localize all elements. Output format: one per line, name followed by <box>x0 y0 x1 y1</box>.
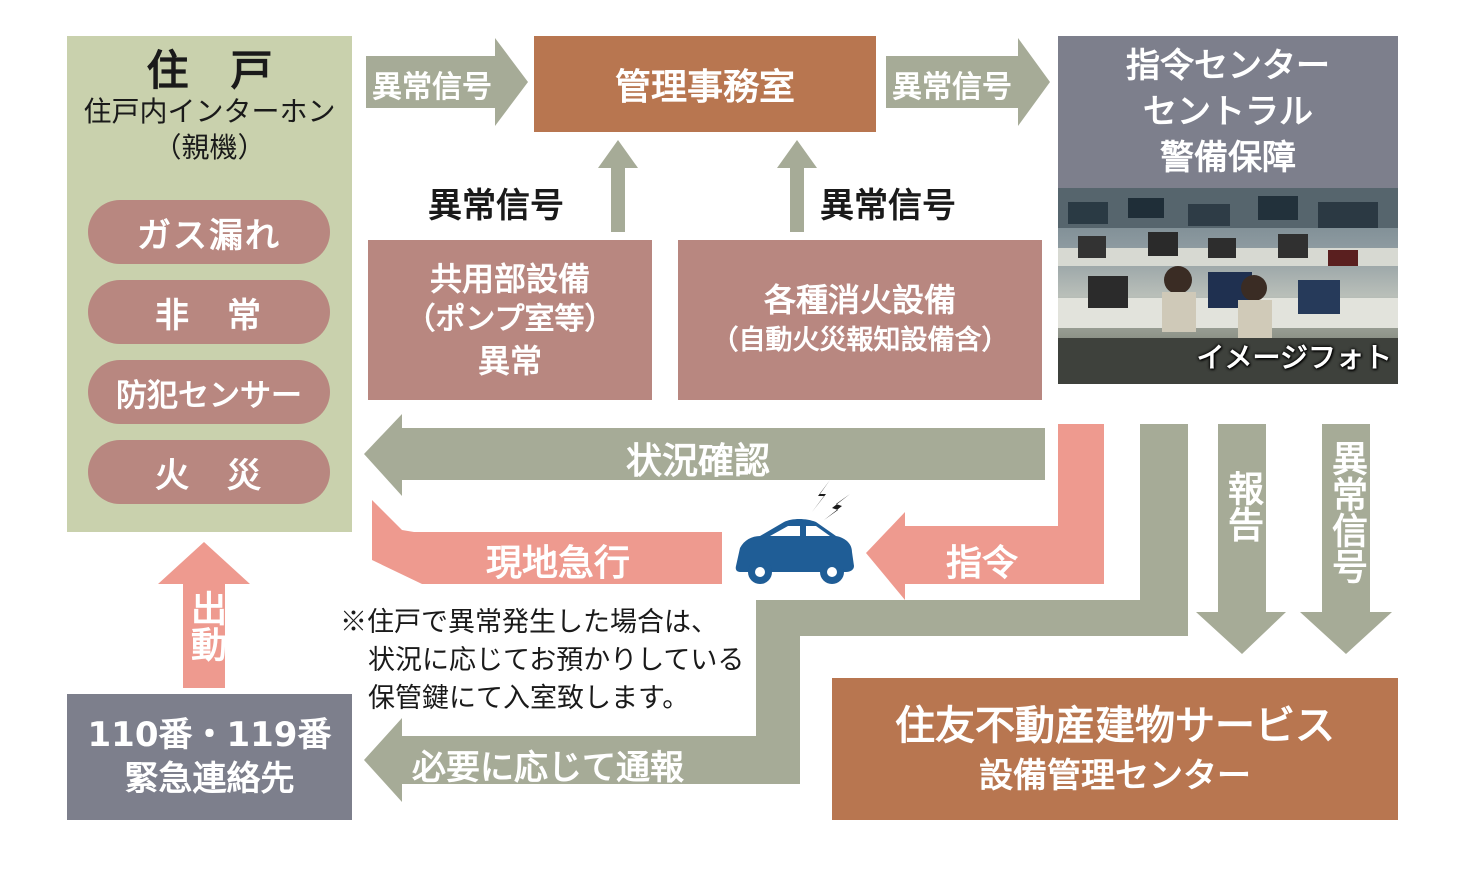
residence-subtitle: 住戸内インターホン <box>83 95 336 128</box>
residence-subtitle2: （親機） <box>153 131 266 164</box>
common-equipment-line3: 異常 <box>477 342 542 380</box>
control-room-photo: イメージフォト <box>1058 188 1398 384</box>
item-gas-leak: ガス漏れ <box>88 200 330 264</box>
note-text: ※住戸で異常発生した場合は、 状況に応じてお預かりしている 保管鍵にて入室致しま… <box>340 604 744 718</box>
service-line1: 住友不動産建物サービス <box>895 703 1335 749</box>
label-signal-from-common: 異常信号 <box>428 186 564 226</box>
car-icon <box>735 519 854 584</box>
arrow-signal-to-office <box>366 38 528 126</box>
label-signal-from-fire: 異常信号 <box>820 186 956 226</box>
label-report: 報告 <box>1222 470 1263 542</box>
arrow-common-to-office <box>598 140 638 232</box>
arrow-status-check <box>364 414 1045 496</box>
photo-scene <box>1058 188 1398 384</box>
residence-title: 住 戸 <box>146 46 273 95</box>
emergency-line2: 緊急連絡先 <box>124 759 295 799</box>
management-office: 管理事務室 <box>534 36 876 132</box>
fire-equipment-line2: （自動火災報知設備含） <box>711 325 1009 356</box>
arrow-report <box>1196 424 1286 654</box>
command-center-line3: 警備保障 <box>1160 138 1296 178</box>
note-line3: 保管鍵にて入室致します。 <box>368 683 690 714</box>
label-signal-to-center: 異常信号 <box>892 70 1012 105</box>
command-center-box: 指令センター セントラル 警備保障 <box>1058 36 1398 188</box>
arrow-signal-to-center <box>886 38 1050 126</box>
arrow-signal-down <box>1300 424 1392 654</box>
photo-caption: イメージフォト <box>1196 341 1392 374</box>
common-equipment-box: 共用部設備 （ポンプ室等） 異常 <box>368 240 652 400</box>
command-center-line1: 指令センター <box>1126 46 1330 86</box>
note-line1: ※住戸で異常発生した場合は、 <box>340 607 718 638</box>
alert-signal-icon <box>812 480 850 520</box>
item-fire: 火 災 <box>88 440 330 504</box>
office-label: 管理事務室 <box>614 67 795 108</box>
arrow-fire-to-office <box>777 140 817 232</box>
label-dispatch: 出動 <box>185 590 226 662</box>
service-line2: 設備管理センター <box>979 756 1251 796</box>
arrow-dispatch <box>158 542 250 688</box>
note-line2: 状況に応じてお預かりしている <box>368 645 745 676</box>
fire-equipment-line1: 各種消火設備 <box>763 281 956 319</box>
label-status-check: 状況確認 <box>626 441 771 482</box>
fire-equipment-box: 各種消火設備 （自動火災報知設備含） <box>678 240 1042 400</box>
label-signal-to-office: 異常信号 <box>372 70 492 105</box>
common-equipment-line2: （ポンプ室等） <box>405 302 615 337</box>
arrow-notify <box>364 424 1188 802</box>
label-rush: 現地急行 <box>486 543 631 584</box>
emergency-contacts-box: 110番・119番 緊急連絡先 <box>67 694 352 820</box>
emergency-line1: 110番・119番 <box>87 715 332 755</box>
service-center-box: 住友不動産建物サービス 設備管理センター <box>832 678 1398 820</box>
item-security-sensor: 防犯センサー <box>88 360 330 424</box>
label-notify: 必要に応じて通報 <box>412 748 684 788</box>
label-signal-down: 異常信号 <box>1326 440 1367 584</box>
item-emergency: 非 常 <box>88 280 330 344</box>
arrow-rush <box>372 500 722 584</box>
common-equipment-line1: 共用部設備 <box>429 260 590 298</box>
label-command: 指令 <box>946 543 1019 584</box>
command-center-line2: セントラル <box>1143 92 1313 132</box>
arrow-command <box>866 424 1104 600</box>
